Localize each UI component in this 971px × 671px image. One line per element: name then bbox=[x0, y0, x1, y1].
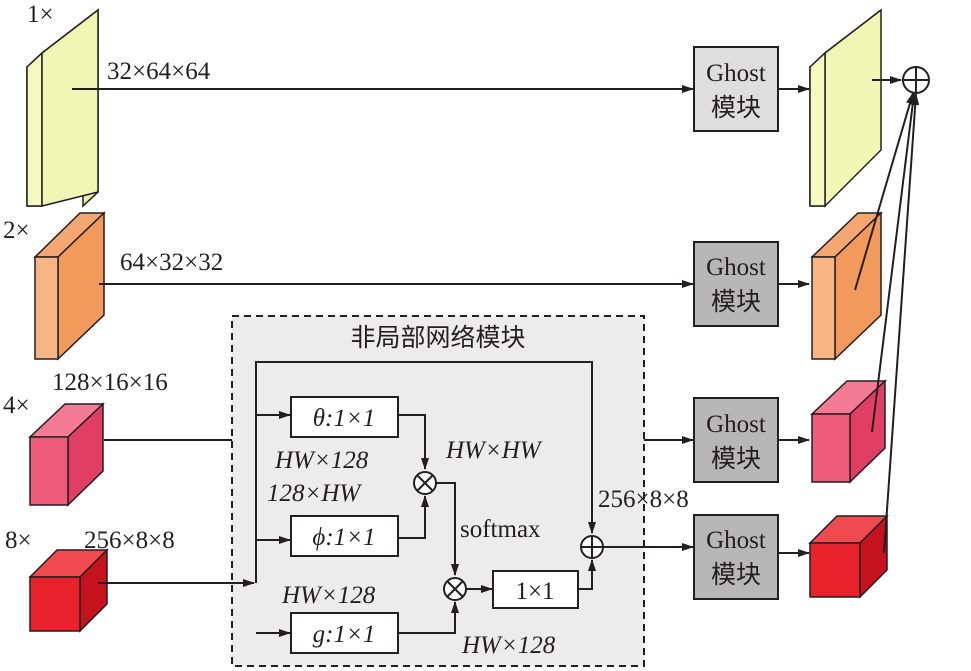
label-softmax: softmax bbox=[460, 516, 541, 543]
ghost-module-3-line2: 模块 bbox=[711, 444, 761, 473]
multiply-op-2 bbox=[443, 577, 467, 601]
ghost-module-4: Ghost 模块 bbox=[693, 514, 779, 600]
residual-path bbox=[255, 361, 596, 583]
label-hw-128-theta: HW×128 bbox=[274, 447, 369, 474]
g-conv-label: g:1×1 bbox=[313, 621, 376, 648]
ghost-module-1-line1: Ghost bbox=[706, 60, 766, 87]
add-op-fusion bbox=[902, 66, 930, 94]
multiply-op-1 bbox=[413, 471, 437, 495]
arrow-theta-to-mult1 bbox=[398, 414, 429, 470]
ghost-module-3-line1: Ghost bbox=[706, 411, 766, 438]
ghost-module-4-line1: Ghost bbox=[706, 527, 766, 554]
scale-label-2x: 2× bbox=[3, 217, 30, 244]
ghost-module-2: Ghost 模块 bbox=[693, 241, 779, 327]
ghost-module-1: Ghost 模块 bbox=[693, 46, 779, 132]
scale-label-1x: 1× bbox=[27, 1, 54, 28]
arrow-phi-to-mult1 bbox=[398, 495, 429, 539]
input-feature-2x bbox=[33, 211, 106, 361]
scale-label-4x: 4× bbox=[3, 392, 30, 419]
ghost-module-3: Ghost 模块 bbox=[693, 397, 779, 483]
arrow-conv-to-add bbox=[578, 559, 596, 590]
g-conv-box bbox=[290, 612, 399, 654]
arrow-mult1-to-mult2 bbox=[436, 482, 459, 576]
phi-conv-box bbox=[290, 515, 399, 557]
label-128-hw: 128×HW bbox=[267, 480, 362, 507]
input-feature-1x bbox=[26, 8, 99, 208]
ghost-module-2-line1: Ghost bbox=[706, 254, 766, 281]
output-conv-label: 1×1 bbox=[515, 578, 554, 605]
add-op-nonlocal bbox=[580, 535, 604, 559]
input-feature-8x bbox=[28, 548, 109, 633]
label-hw-hw: HW×HW bbox=[445, 437, 543, 464]
arrow-g-to-mult2 bbox=[398, 601, 459, 634]
ghost-module-1-line2: 模块 bbox=[711, 93, 761, 122]
theta-conv-box bbox=[290, 396, 399, 438]
theta-conv-label: θ:1×1 bbox=[313, 405, 375, 432]
arrow-out2-to-fusion bbox=[854, 92, 914, 291]
dim-label-2x: 64×32×32 bbox=[120, 249, 223, 276]
arrow-out8-to-fusion bbox=[883, 93, 920, 554]
output-feature-8x bbox=[808, 514, 889, 599]
output-feature-2x bbox=[810, 211, 883, 361]
dim-label-4x: 128×16×16 bbox=[52, 369, 168, 396]
ghost-module-2-line2: 模块 bbox=[711, 287, 761, 316]
phi-conv-label: ϕ:1×1 bbox=[312, 524, 375, 551]
dim-label-output: 256×8×8 bbox=[598, 486, 689, 513]
dim-label-8x: 256×8×8 bbox=[84, 527, 175, 554]
arrow-out4-to-fusion bbox=[871, 93, 917, 433]
output-feature-1x bbox=[809, 8, 882, 208]
input-feature-4x bbox=[28, 402, 105, 507]
label-hw-128-out: HW×128 bbox=[461, 632, 556, 659]
dim-label-1x: 32×64×64 bbox=[107, 58, 211, 85]
label-hw-128-g: HW×128 bbox=[281, 582, 376, 609]
scale-label-8x: 8× bbox=[5, 527, 32, 554]
nonlocal-module-title: 非局部网络模块 bbox=[350, 323, 525, 352]
output-feature-4x bbox=[810, 379, 887, 484]
ghost-module-4-line2: 模块 bbox=[711, 560, 761, 589]
